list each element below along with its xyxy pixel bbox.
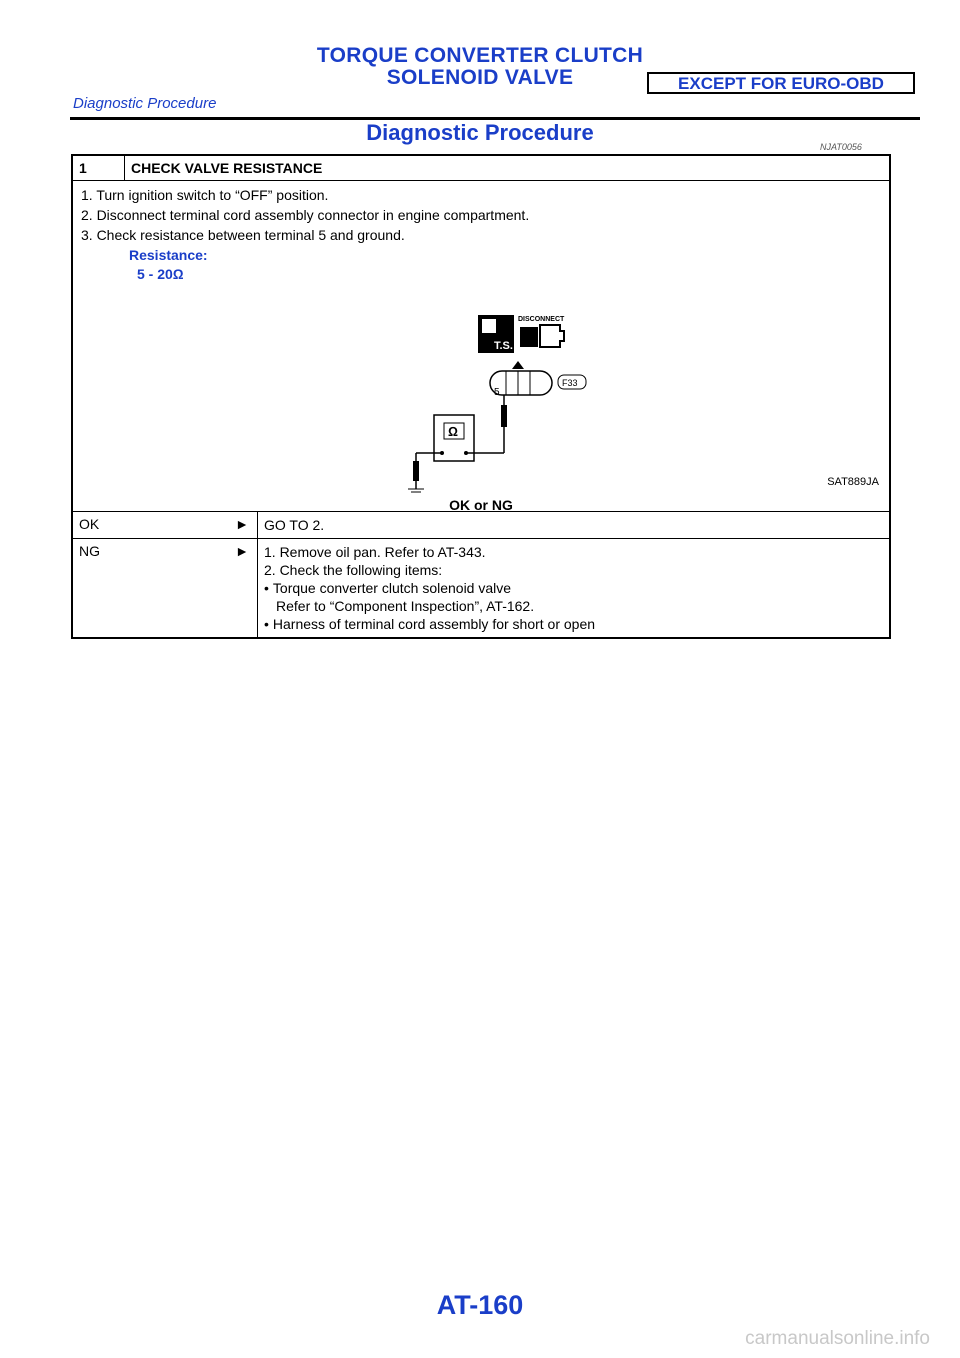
- ng-line-5: •Harness of terminal cord assembly for s…: [264, 616, 596, 632]
- result-label-ok: OK ►: [73, 512, 258, 538]
- spec-label: Resistance:: [129, 247, 208, 263]
- page-number: AT-160: [436, 1290, 524, 1320]
- step-number: 1: [73, 156, 125, 180]
- header-title: TORQUE CONVERTER CLUTCH SOLENOID VALVE: [300, 45, 660, 89]
- connector-label: F33: [562, 378, 578, 388]
- result-row-ok: OK ► GO TO 2.: [73, 512, 889, 539]
- instruction-2: 2. Disconnect terminal cord assembly con…: [81, 207, 530, 223]
- result-label-ng: NG ►: [73, 539, 258, 637]
- ng-line-4: Refer to “Component Inspection”, AT-162.: [276, 598, 535, 614]
- ok-or-ng-question: OK or NG: [449, 497, 513, 513]
- ng-line-1: 1. Remove oil pan. Refer to AT-343.: [264, 544, 486, 560]
- terminal-label: 5: [494, 387, 500, 398]
- figure-code: SAT889JA: [827, 476, 879, 488]
- result-action-ng: 1. Remove oil pan. Refer to AT-343. 2. C…: [258, 539, 889, 637]
- procedure-table: 1 CHECK VALVE RESISTANCE 1. Turn ignitio…: [71, 154, 891, 639]
- bullet-icon: •: [264, 616, 269, 632]
- step-body-row: 1. Turn ignition switch to “OFF” positio…: [73, 181, 889, 513]
- ref-code: NJAT0056: [820, 142, 862, 152]
- result-ok-text: OK: [79, 516, 100, 532]
- arrow-right-icon: ►: [235, 516, 249, 532]
- ng-line-2: 2. Check the following items:: [264, 562, 443, 578]
- ohmmeter: Ω: [433, 414, 475, 462]
- ts-icon: T.S.: [478, 315, 514, 353]
- ts-label: T.S.: [494, 340, 513, 352]
- step-body: 1. Turn ignition switch to “OFF” positio…: [73, 181, 889, 513]
- header-subtitle: Diagnostic Procedure: [73, 95, 217, 112]
- spec-value: 5 - 20Ω: [137, 266, 184, 282]
- resistance-check-diagram: T.S. DISCONNECT 5 F33: [408, 315, 587, 493]
- instruction-3: 3. Check resistance between terminal 5 a…: [81, 227, 405, 243]
- ng-line-3: •Torque converter clutch solenoid valve: [264, 580, 512, 596]
- bullet-icon: •: [264, 580, 269, 596]
- step-header-row: 1 CHECK VALVE RESISTANCE: [73, 156, 889, 181]
- disconnect-label: DISCONNECT: [518, 316, 565, 323]
- header-rule: [70, 117, 920, 120]
- header-title-line2: SOLENOID VALVE: [386, 66, 574, 89]
- watermark: carmanualsonline.info: [745, 1328, 930, 1349]
- result-action-ok: GO TO 2.: [264, 517, 325, 533]
- arrow-right-icon: ►: [235, 543, 249, 559]
- ground-symbol: [408, 488, 424, 493]
- instruction-1: 1. Turn ignition switch to “OFF” positio…: [81, 187, 329, 203]
- step-title: CHECK VALVE RESISTANCE: [131, 160, 323, 176]
- header-badge: EXCEPT FOR EURO-OBD: [647, 72, 915, 94]
- result-row-ng: NG ► 1. Remove oil pan. Refer to AT-343.…: [73, 539, 889, 637]
- disconnect-icon: DISCONNECT: [518, 316, 565, 348]
- connector-f33: 5 F33: [489, 361, 587, 398]
- section-title: Diagnostic Procedure: [366, 120, 594, 145]
- meter-symbol: Ω: [448, 424, 458, 439]
- result-ng-text: NG: [79, 543, 100, 559]
- header-title-line1: TORQUE CONVERTER CLUTCH: [316, 44, 644, 67]
